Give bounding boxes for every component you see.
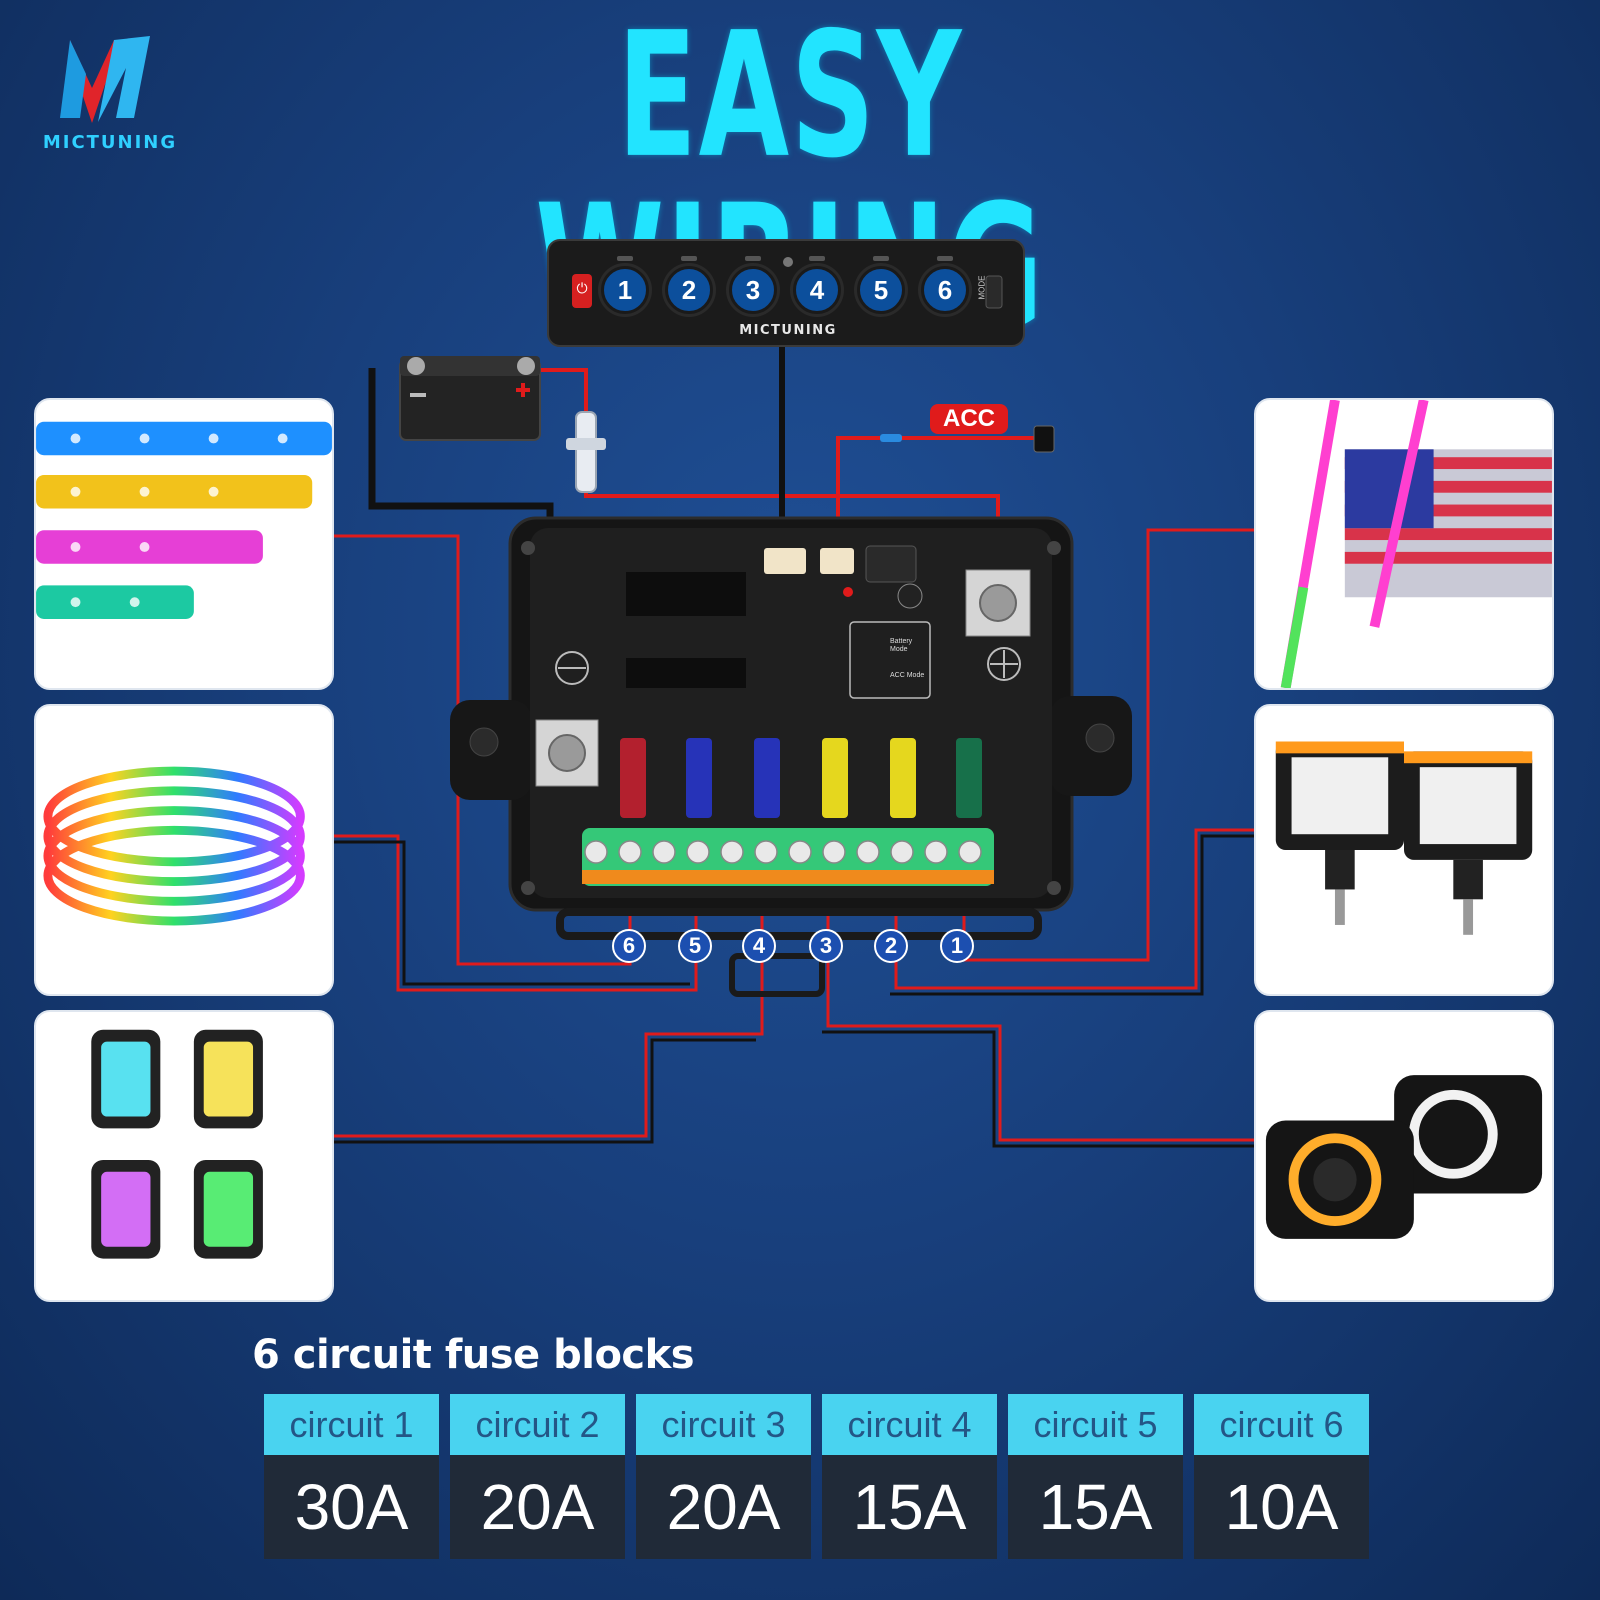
circuit-label: circuit 5 [1008, 1394, 1183, 1455]
circuit-label: circuit 4 [822, 1394, 997, 1455]
fuse-rating: 10A [1194, 1455, 1369, 1559]
fuse-column-6: circuit 6 10A [1194, 1394, 1369, 1559]
fuse-column-2: circuit 2 20A [450, 1394, 625, 1559]
fuse-column-3: circuit 3 20A [636, 1394, 811, 1559]
fuse-rating: 15A [1008, 1455, 1183, 1559]
switch-button-4[interactable]: 4 [793, 266, 841, 314]
fuse-column-5: circuit 5 15A [1008, 1394, 1183, 1559]
card-rgb-wheel-rings [34, 704, 334, 996]
switch-button-3[interactable]: 3 [729, 266, 777, 314]
fuse-table-subtitle: 6 circuit fuse blocks [252, 1332, 695, 1378]
battery-mode-label: Battery Mode [890, 638, 913, 653]
card-led-headlights [1254, 1010, 1554, 1302]
inline-fuse [566, 411, 606, 493]
switch-panel [547, 239, 1025, 347]
switch-button-2[interactable]: 2 [665, 266, 713, 314]
circuit-label: circuit 6 [1194, 1394, 1369, 1455]
circuit-number-3: 3 [809, 929, 843, 963]
rock-lights-image [91, 1029, 263, 1259]
switch-button-5[interactable]: 5 [857, 266, 905, 314]
switch-panel-brand: MICTUNING [739, 323, 837, 338]
fuse-rating: 20A [450, 1455, 625, 1559]
whip-lights-image [1280, 400, 1552, 688]
acc-mode-label: ACC Mode [890, 672, 925, 679]
fuse-column-1: circuit 1 30A [264, 1394, 439, 1559]
switch-button-6[interactable]: 6 [921, 266, 969, 314]
circuit-label: circuit 1 [264, 1394, 439, 1455]
circuit-label: circuit 3 [636, 1394, 811, 1455]
circuit-number-1: 1 [940, 929, 974, 963]
acc-tap [880, 425, 1055, 453]
power-icon[interactable]: ⏻ [576, 280, 588, 296]
brand-logo-icon [60, 36, 150, 123]
fuse-column-4: circuit 4 15A [822, 1394, 997, 1559]
card-led-pod-lights [1254, 704, 1554, 996]
switch-button-1[interactable]: 1 [601, 266, 649, 314]
card-led-whip-lights [1254, 398, 1554, 690]
brand-name: MICTUNING [42, 132, 178, 153]
circuit-label: circuit 2 [450, 1394, 625, 1455]
wheel-rings-image [43, 766, 305, 926]
card-rgb-light-bars [34, 398, 334, 690]
fuse-rating-table: circuit 1 30A circuit 2 20A circuit 3 20… [264, 1394, 1369, 1559]
light-bars-image [36, 421, 332, 619]
fuse-rating: 15A [822, 1455, 997, 1559]
fuse-rating: 30A [264, 1455, 439, 1559]
mode-button[interactable]: MODE [977, 275, 987, 300]
fuse-rating: 20A [636, 1455, 811, 1559]
battery [399, 356, 541, 441]
circuit-number-5: 5 [678, 929, 712, 963]
circuit-number-4: 4 [742, 929, 776, 963]
pod-lights-image [1275, 741, 1533, 935]
circuit-number-2: 2 [874, 929, 908, 963]
acc-label: ACC [930, 404, 1008, 434]
fuse-slots [620, 738, 982, 818]
card-rgb-rock-lights [34, 1010, 334, 1302]
fuse-box [450, 516, 1132, 997]
headlights-image [1265, 1075, 1543, 1239]
brand-logo: MICTUNING [30, 28, 190, 158]
circuit-number-6: 6 [612, 929, 646, 963]
